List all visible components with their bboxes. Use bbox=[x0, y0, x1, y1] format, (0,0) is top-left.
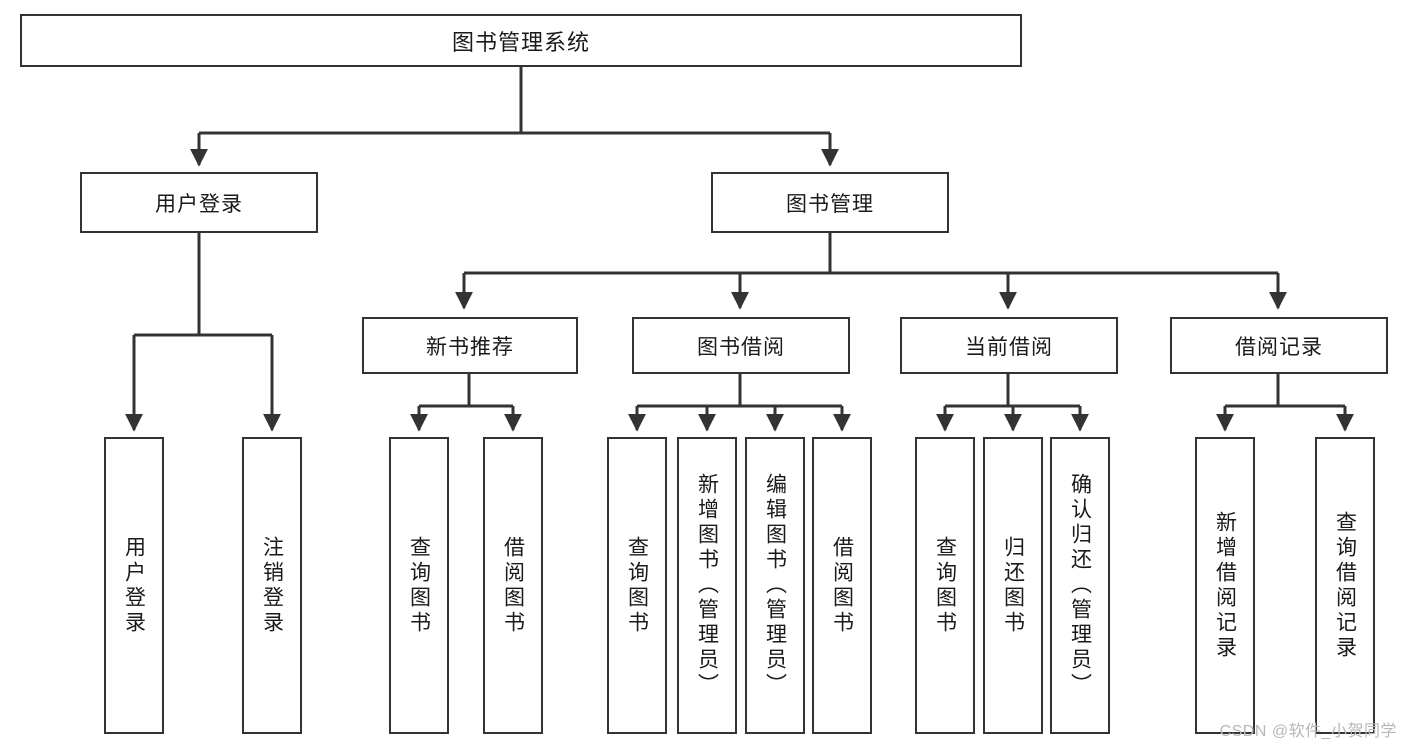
node-leaf-query-book-2-label: 查询图书 bbox=[625, 535, 649, 636]
node-root[interactable]: 图书管理系统 bbox=[20, 14, 1022, 67]
node-leaf-confirm-return[interactable]: 确认归还（管理员） bbox=[1050, 437, 1110, 734]
node-leaf-query-book-1[interactable]: 查询图书 bbox=[389, 437, 449, 734]
node-book-management-label: 图书管理 bbox=[786, 192, 874, 216]
node-leaf-logout-login-label: 注销登录 bbox=[260, 535, 284, 636]
node-leaf-add-record-label: 新增借阅记录 bbox=[1213, 510, 1237, 661]
node-leaf-add-book-label: 新增图书（管理员） bbox=[695, 473, 719, 698]
node-current-borrow[interactable]: 当前借阅 bbox=[900, 317, 1118, 374]
node-leaf-return-book[interactable]: 归还图书 bbox=[983, 437, 1043, 734]
node-book-borrow-label: 图书借阅 bbox=[697, 335, 785, 359]
node-leaf-query-book-3[interactable]: 查询图书 bbox=[915, 437, 975, 734]
node-leaf-logout-login[interactable]: 注销登录 bbox=[242, 437, 302, 734]
node-leaf-borrow-book-2[interactable]: 借阅图书 bbox=[812, 437, 872, 734]
node-borrow-record[interactable]: 借阅记录 bbox=[1170, 317, 1388, 374]
node-leaf-user-login-label: 用户登录 bbox=[122, 535, 146, 636]
node-leaf-return-book-label: 归还图书 bbox=[1001, 535, 1025, 636]
node-leaf-query-book-2[interactable]: 查询图书 bbox=[607, 437, 667, 734]
node-leaf-borrow-book-2-label: 借阅图书 bbox=[830, 535, 854, 636]
node-leaf-add-book[interactable]: 新增图书（管理员） bbox=[677, 437, 737, 734]
node-book-management[interactable]: 图书管理 bbox=[711, 172, 949, 233]
node-new-book-recommend[interactable]: 新书推荐 bbox=[362, 317, 578, 374]
node-borrow-record-label: 借阅记录 bbox=[1235, 335, 1323, 359]
node-new-book-recommend-label: 新书推荐 bbox=[426, 335, 514, 359]
node-book-borrow[interactable]: 图书借阅 bbox=[632, 317, 850, 374]
node-leaf-edit-book[interactable]: 编辑图书（管理员） bbox=[745, 437, 805, 734]
node-leaf-borrow-book-1-label: 借阅图书 bbox=[501, 535, 525, 636]
node-root-label: 图书管理系统 bbox=[451, 29, 590, 55]
node-leaf-query-record-label: 查询借阅记录 bbox=[1333, 510, 1357, 661]
node-leaf-query-book-3-label: 查询图书 bbox=[933, 535, 957, 636]
node-leaf-query-book-1-label: 查询图书 bbox=[407, 535, 431, 636]
node-leaf-confirm-return-label: 确认归还（管理员） bbox=[1068, 473, 1092, 698]
node-current-borrow-label: 当前借阅 bbox=[965, 335, 1053, 359]
node-leaf-query-record[interactable]: 查询借阅记录 bbox=[1315, 437, 1375, 734]
node-user-login[interactable]: 用户登录 bbox=[80, 172, 318, 233]
watermark: CSDN @软件_小贺同学 bbox=[1219, 723, 1397, 740]
node-leaf-edit-book-label: 编辑图书（管理员） bbox=[763, 473, 787, 698]
node-leaf-user-login[interactable]: 用户登录 bbox=[104, 437, 164, 734]
node-leaf-borrow-book-1[interactable]: 借阅图书 bbox=[483, 437, 543, 734]
node-user-login-label: 用户登录 bbox=[155, 192, 243, 216]
node-leaf-add-record[interactable]: 新增借阅记录 bbox=[1195, 437, 1255, 734]
